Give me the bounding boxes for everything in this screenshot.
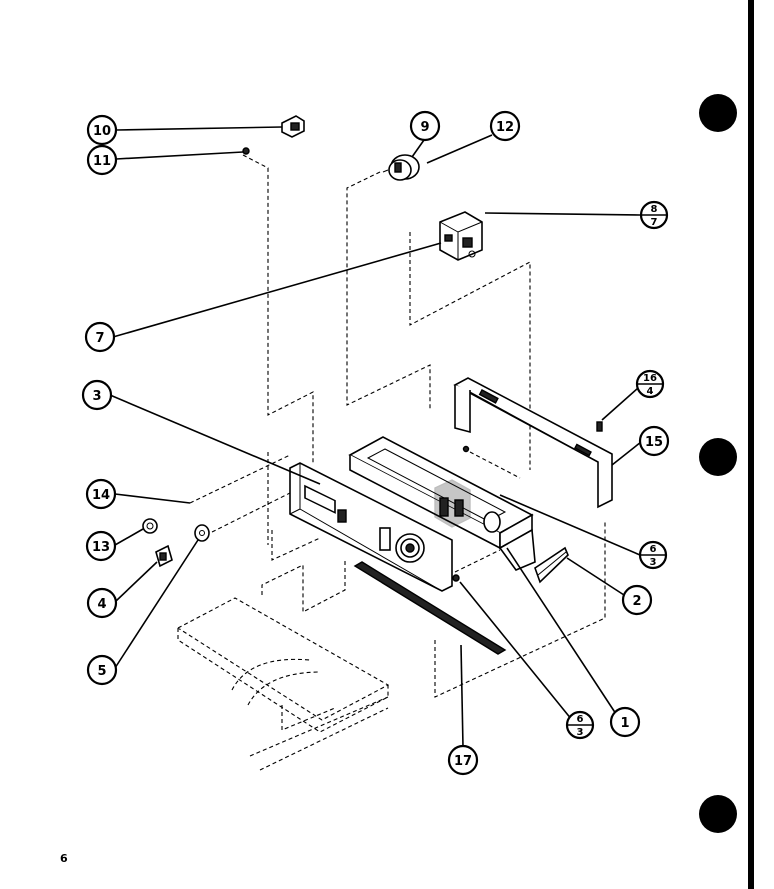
svg-text:17: 17	[454, 754, 472, 769]
svg-text:6: 6	[650, 544, 657, 555]
callout-9: 9	[409, 110, 441, 142]
callout-4: 4	[86, 587, 118, 619]
page-number: 6	[60, 852, 68, 865]
svg-text:16: 16	[643, 373, 657, 384]
callout-1: 1	[609, 706, 641, 738]
callout-6-3-upper: 63	[638, 540, 668, 570]
svg-text:11: 11	[93, 154, 111, 169]
callout-14: 14	[85, 478, 117, 510]
part-16-screw	[596, 421, 603, 432]
svg-text:7: 7	[95, 331, 104, 346]
callout-7: 7	[84, 321, 116, 353]
svg-text:6: 6	[577, 714, 584, 725]
callout-3: 3	[81, 379, 113, 411]
callout-17: 17	[447, 744, 479, 776]
binder-hole-middle	[699, 438, 737, 476]
part-6-screw-lower	[452, 574, 460, 582]
svg-text:2: 2	[632, 594, 641, 609]
svg-text:4: 4	[97, 597, 106, 612]
svg-text:8: 8	[651, 204, 658, 215]
svg-text:3: 3	[92, 389, 101, 404]
part-5-washer	[194, 524, 210, 542]
callout-16-4: 164	[635, 369, 665, 399]
part-9-12-knob	[382, 154, 420, 181]
svg-text:4: 4	[647, 386, 654, 397]
leader-lines	[109, 126, 642, 748]
svg-text:15: 15	[645, 435, 663, 450]
svg-text:7: 7	[651, 217, 658, 228]
part-3-panel	[289, 462, 453, 592]
assembly-guide-lines	[189, 154, 606, 698]
part-11-screw	[242, 147, 250, 155]
part-6-screw-upper	[462, 445, 470, 453]
svg-text:1: 1	[620, 716, 629, 731]
part-17-trim	[353, 561, 507, 655]
svg-text:9: 9	[420, 120, 429, 135]
svg-text:3: 3	[650, 557, 657, 568]
callout-8-7: 87	[639, 200, 669, 230]
svg-text:12: 12	[496, 120, 514, 135]
callout-10: 10	[86, 114, 118, 146]
callout-2: 2	[621, 584, 653, 616]
callout-5: 5	[86, 654, 118, 686]
part-2-strip	[534, 546, 569, 584]
svg-text:3: 3	[577, 727, 584, 738]
part-7-timer	[439, 211, 483, 261]
binder-hole-top	[699, 94, 737, 132]
svg-text:14: 14	[92, 488, 110, 503]
svg-text:13: 13	[92, 540, 110, 555]
page-edge-bar	[748, 0, 754, 889]
callout-15: 15	[638, 425, 670, 457]
binder-hole-bottom	[699, 795, 737, 833]
callout-6-3-lower: 63	[565, 710, 595, 740]
svg-text:10: 10	[93, 124, 111, 139]
part-4-button	[155, 544, 173, 568]
part-10-clip	[281, 115, 305, 138]
part-1-console	[348, 436, 536, 571]
callout-13: 13	[85, 530, 117, 562]
part-15-bracket	[453, 377, 613, 509]
svg-text:5: 5	[97, 664, 106, 679]
callout-11: 11	[86, 144, 118, 176]
cabinet-top-outline	[177, 597, 390, 771]
part-13-knob	[142, 518, 158, 534]
callout-12: 12	[489, 110, 521, 142]
